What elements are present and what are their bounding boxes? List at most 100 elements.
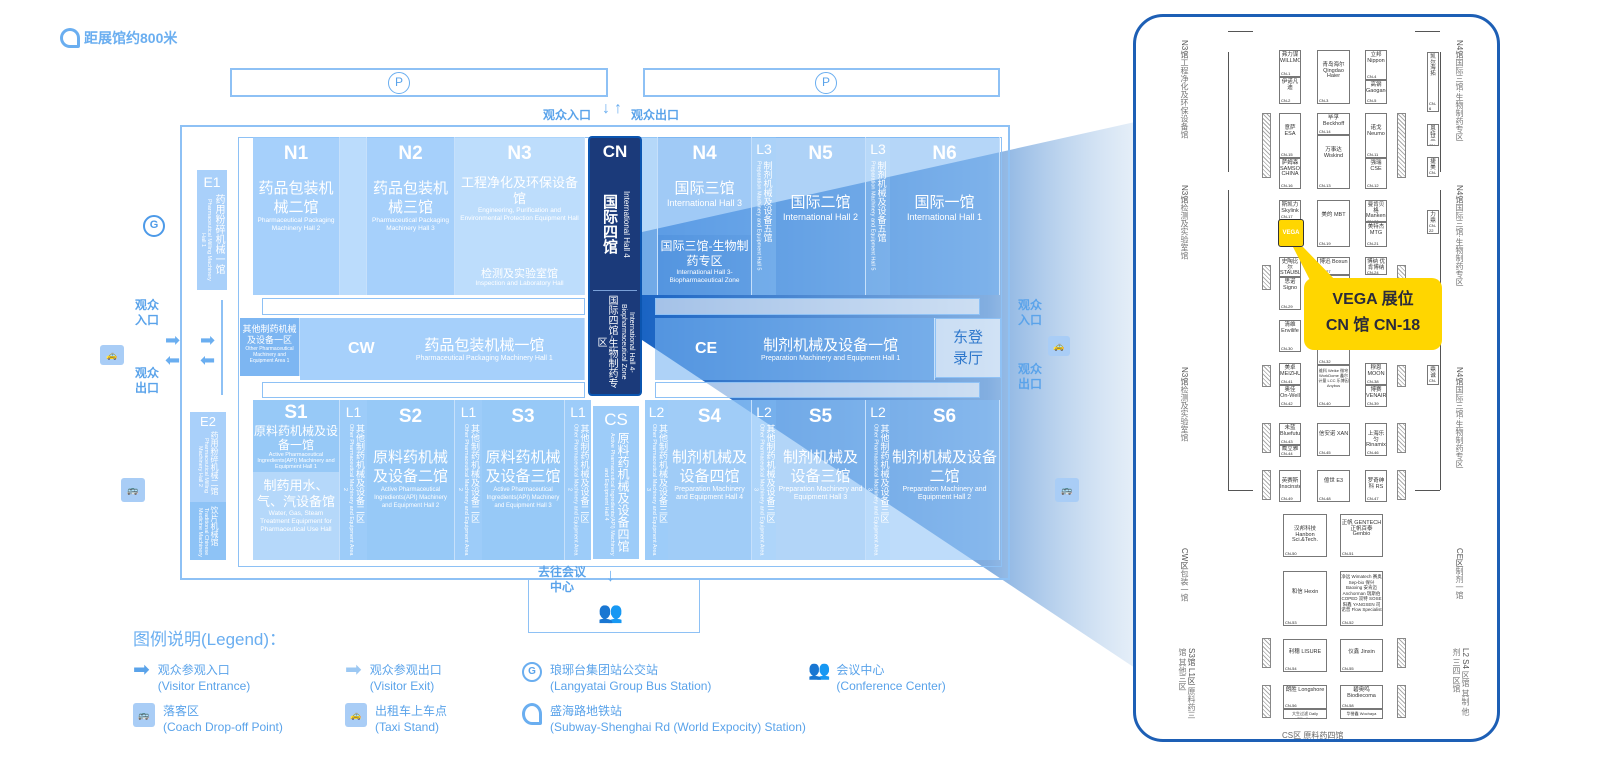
parking-lot-left: P — [230, 68, 608, 97]
hall-code: N5 — [808, 143, 833, 164]
legend-title: 图例说明(Legend)： — [133, 630, 287, 649]
hall-name-zh: 国际三馆 — [674, 180, 735, 197]
hall-code: CN — [602, 142, 628, 161]
booth[interactable]: 汉邦科技 Hanbon Sci.&Tech.CN-50 — [1283, 514, 1327, 557]
booth[interactable]: 净远 Wimatech 赛奥 Sep-bio 保兴 Baoxing 安肯迈 An… — [1340, 571, 1383, 626]
side-label-n3: N3馆检测及实验室馆 — [1180, 185, 1189, 260]
hall-name-en: Active Pharmaceutical Ingredients(API) M… — [603, 433, 615, 556]
vega-booth[interactable]: VEGA — [1278, 219, 1304, 247]
booth[interactable]: 未蓝 BluefutureCN-43 — [1279, 423, 1301, 445]
subway-icon — [60, 28, 80, 48]
legend-label-zh: 会议中心 — [836, 663, 885, 677]
corridor — [655, 382, 980, 398]
booth[interactable]: 美卓 MEIZHUOCN-41 — [1279, 363, 1301, 385]
booth[interactable]: 史陶比尔 STAUBLICN-28 — [1279, 257, 1301, 277]
pillar — [1262, 113, 1271, 178]
conference-center[interactable] — [528, 580, 700, 633]
booth[interactable]: 曼肯贝格 MankenbergCN-20 — [1365, 200, 1387, 222]
hall-name-en: Water, Gas, Steam Treatment Equipment fo… — [260, 510, 332, 533]
hall-code: E1 — [203, 174, 221, 190]
hall-name-zh: 其他制药机械及设备一区 — [242, 324, 297, 345]
east-lobby[interactable]: 东登录厅 — [935, 318, 1001, 378]
taxi-icon: 🚕 — [100, 345, 124, 365]
callout-pointer — [1293, 247, 1340, 290]
hall-cn[interactable]: CN International Hall 4 国际四馆 Internation… — [588, 136, 642, 396]
booth[interactable]: 维科 Weike 微穹 WorkDome 鑫尔计量 LCC 乐博因 Anybus… — [1317, 365, 1350, 407]
booth[interactable]: 大生过滤 Daily Filtration — [1283, 709, 1327, 719]
booth[interactable]: 英赛斯 InscinstechCN-49 — [1279, 470, 1301, 502]
booth[interactable]: 华誉鑫 Wochaya — [1340, 709, 1383, 719]
hall-name-zh: 药用粉碎机械一馆 — [213, 194, 224, 274]
callout-booth-number: CN 馆 CN-18 — [1325, 317, 1421, 334]
pillar — [1397, 638, 1406, 668]
parking-lot-right: P — [643, 68, 1000, 97]
